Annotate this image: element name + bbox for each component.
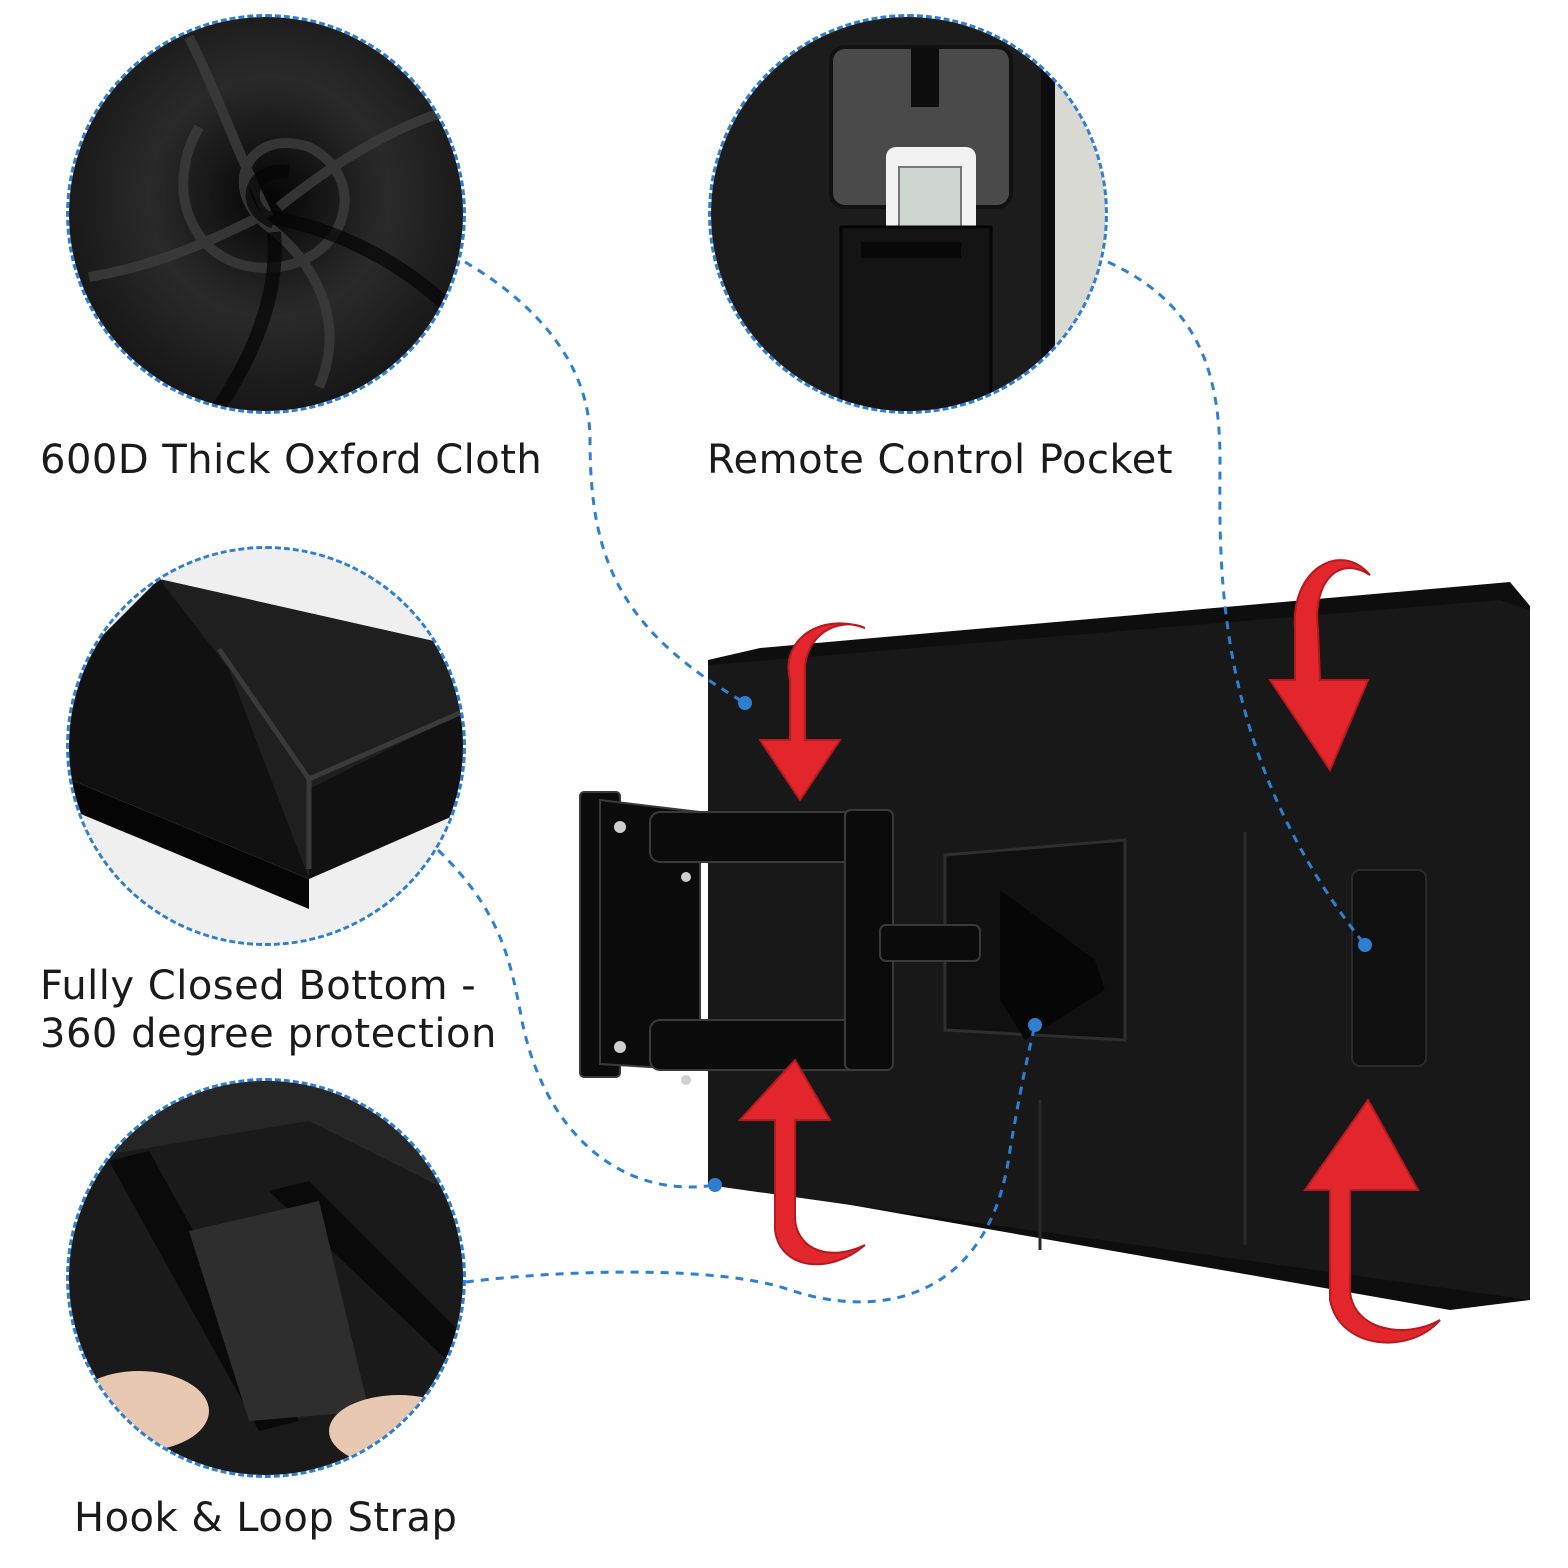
wall-mount-bracket (579, 791, 981, 1078)
closed-bottom-caption-line2: 360 degree protection (40, 1011, 497, 1057)
oxford-cloth-detail-image (66, 14, 466, 414)
callout-lines (436, 260, 1367, 1304)
curved-red-arrow-icon (737, 559, 1441, 1344)
closed-bottom-detail-image (66, 546, 466, 946)
hook-loop-strap-caption: Hook & Loop Strap (74, 1495, 458, 1541)
oxford-cloth-caption: 600D Thick Oxford Cloth (40, 437, 543, 483)
closed-bottom-caption-line1: Fully Closed Bottom - (40, 963, 477, 1009)
blue-dot-icon (708, 696, 1372, 1192)
remote-pocket-caption: Remote Control Pocket (707, 437, 1174, 483)
